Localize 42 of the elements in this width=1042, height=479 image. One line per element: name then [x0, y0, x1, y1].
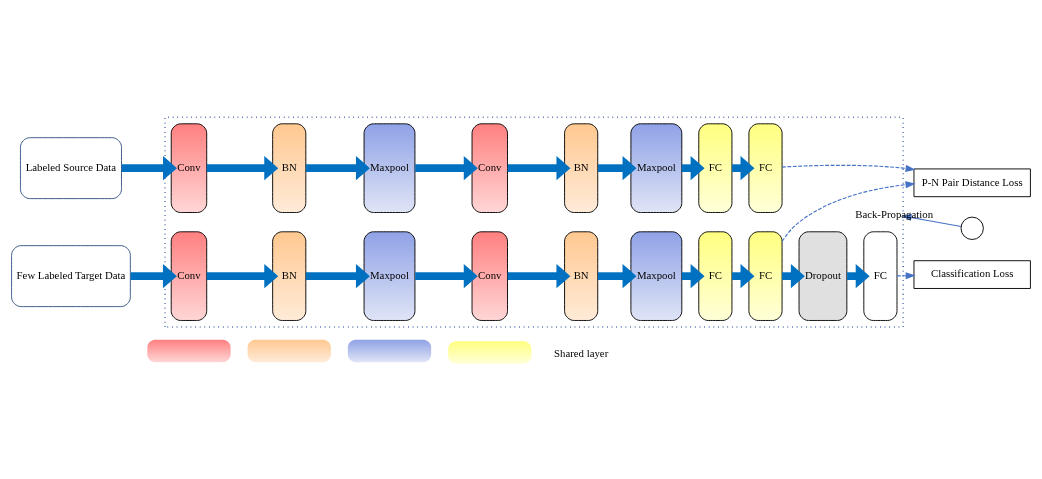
- arrow: [597, 155, 637, 181]
- arrow: [415, 155, 478, 181]
- arrow: [781, 164, 916, 172]
- node-box: P-N Pair Distance Loss: [913, 168, 1031, 198]
- node-box: BN: [272, 231, 307, 321]
- arrow: [896, 272, 916, 280]
- node-box: Labeled Source Data: [20, 137, 122, 200]
- arrow: [206, 263, 279, 289]
- node-box: Maxpool: [630, 231, 683, 321]
- node-box: Conv: [170, 231, 208, 321]
- arrow: [305, 263, 370, 289]
- arrow: [597, 263, 637, 289]
- node-box: Classification Loss: [913, 260, 1031, 289]
- node-box: FC: [698, 123, 733, 213]
- arrow: [507, 263, 571, 289]
- arrow: [507, 155, 571, 181]
- node-box: [448, 341, 532, 364]
- node-box: Conv: [471, 123, 508, 213]
- node-box: [347, 339, 432, 363]
- node-box: BN: [564, 231, 599, 321]
- arrow: [305, 155, 370, 181]
- node-box: [247, 339, 331, 363]
- arrow: [781, 181, 916, 243]
- node-box: Conv: [471, 231, 508, 321]
- node-circle: [960, 216, 984, 240]
- node-box: FC: [698, 231, 733, 321]
- node-box: FC: [863, 231, 898, 321]
- node-box: FC: [748, 231, 783, 321]
- node-box: Dropout: [798, 231, 848, 321]
- node-box: Maxpool: [363, 231, 416, 321]
- node-box: BN: [272, 123, 307, 213]
- arrow: [206, 155, 279, 181]
- node-box: Conv: [170, 123, 208, 213]
- node-box: Maxpool: [363, 123, 416, 213]
- node-box: FC: [748, 123, 783, 213]
- node-box: BN: [564, 123, 599, 213]
- arrow: [415, 263, 478, 289]
- label: Shared layer: [554, 346, 609, 359]
- node-box: Few Labeled Target Data: [11, 245, 131, 308]
- node-box: Maxpool: [630, 123, 683, 213]
- node-box: [147, 339, 231, 363]
- edge-label: Back-Propagation: [855, 208, 934, 221]
